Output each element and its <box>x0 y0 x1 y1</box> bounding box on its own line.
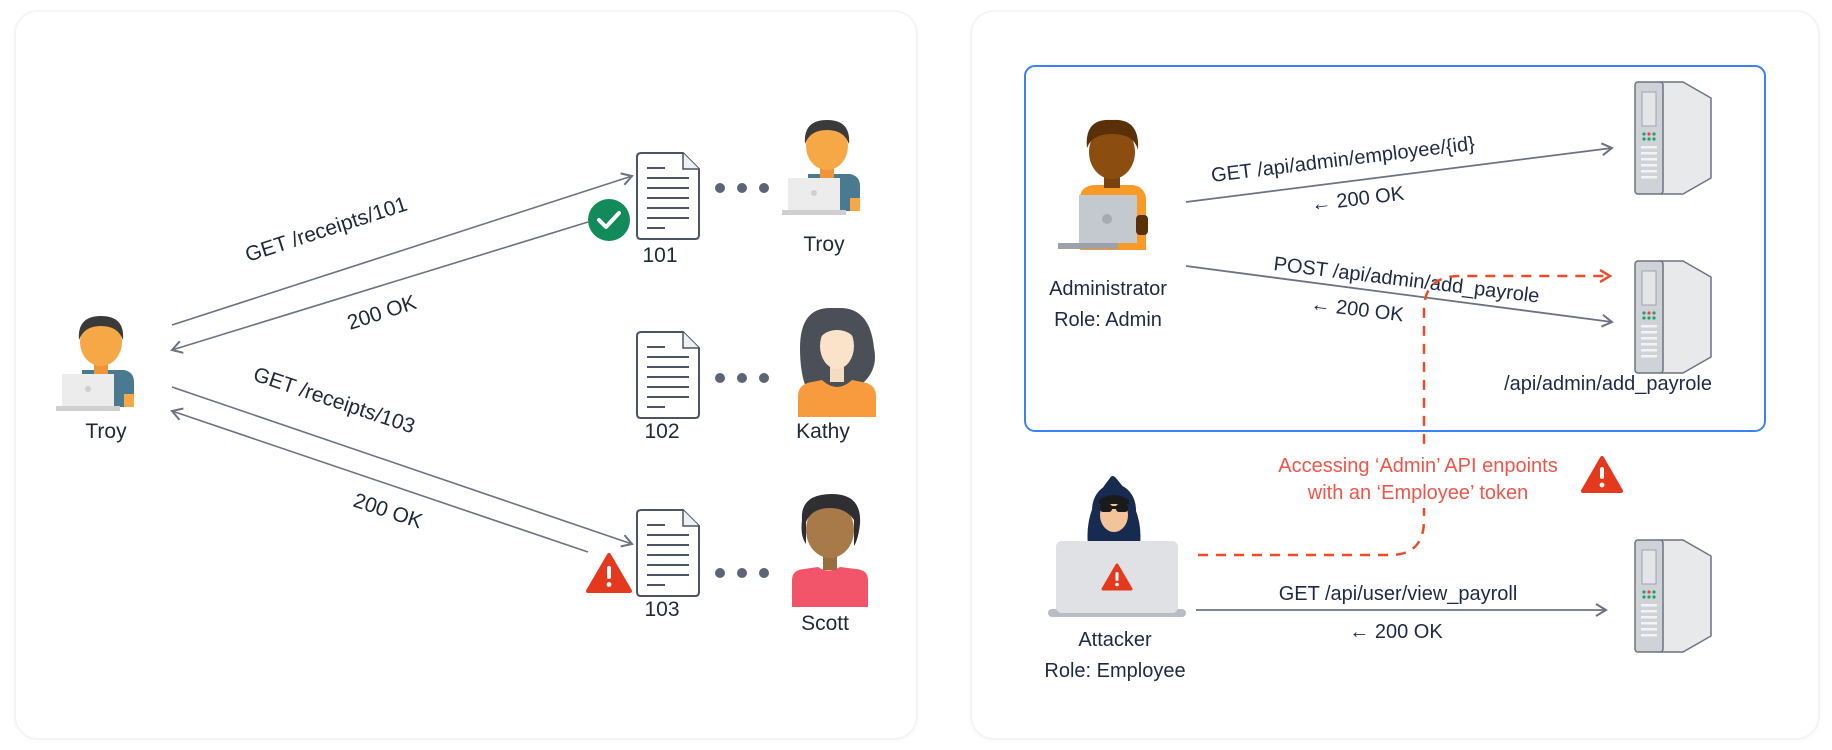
admin-zone-box <box>1024 65 1766 432</box>
request-label-103: GET /receipts/103 <box>250 363 417 438</box>
admin-request-arrow-1 <box>1185 142 1614 203</box>
administrator: Administrator Role: Admin <box>1049 119 1167 331</box>
response-arrow-103 <box>170 407 589 553</box>
response-label-101: 200 OK <box>344 291 419 335</box>
owner-scott: Scott <box>792 494 868 635</box>
server-icon <box>1634 81 1712 195</box>
attacker-role: Role: Employee <box>1044 660 1185 682</box>
hacker-avatar-icon <box>1048 476 1186 617</box>
ellipsis-dots-icon <box>715 373 769 383</box>
owner-name: Scott <box>801 612 849 635</box>
document-icon <box>636 509 700 597</box>
ellipsis-dots-icon <box>715 568 769 578</box>
document-icon <box>636 152 700 240</box>
woman-avatar-icon <box>798 308 876 417</box>
receipt-id: 101 <box>642 244 677 267</box>
server-icon <box>1634 539 1712 653</box>
attack-note-line-2: with an ‘Employee’ token <box>1307 482 1529 504</box>
request-arrow-103 <box>171 386 634 548</box>
server-endpoint-label: /api/admin/add_payrole <box>1504 373 1712 395</box>
check-circle-icon <box>588 199 630 241</box>
request-arrow-101 <box>171 172 634 326</box>
attack-path-dashed-arrow <box>1198 276 1610 557</box>
owner-troy: Troy <box>782 120 860 256</box>
warning-triangle-icon <box>586 553 632 593</box>
owner-name: Troy <box>803 233 845 256</box>
requester-name: Troy <box>85 420 127 443</box>
receipt-id: 102 <box>644 420 679 443</box>
requester-troy: Troy <box>56 316 134 443</box>
warning-triangle-icon <box>1581 456 1623 493</box>
receipt-id: 103 <box>644 598 679 621</box>
receipt-101: 101 <box>636 152 700 267</box>
admin-avatar-icon <box>1058 119 1148 250</box>
user-request-label: GET /api/user/view_payroll <box>1279 583 1518 605</box>
admin-name: Administrator <box>1049 278 1167 300</box>
admin-request-label-1: GET /api/admin/employee/{id} <box>1210 133 1476 187</box>
admin-request-arrow-2 <box>1185 265 1614 328</box>
user-with-laptop-icon <box>782 120 860 215</box>
admin-response-label-1: ← 200 OK <box>1310 183 1406 216</box>
server-icon <box>1634 260 1712 374</box>
response-label-103: 200 OK <box>350 489 425 533</box>
receipt-103: 103 <box>636 509 700 621</box>
attack-note-line-1: Accessing ‘Admin’ API enpoints <box>1278 455 1557 477</box>
user-with-laptop-icon <box>56 316 134 411</box>
attacker-name: Attacker <box>1078 629 1152 651</box>
document-icon <box>636 331 700 419</box>
admin-role: Role: Admin <box>1054 309 1162 331</box>
attacker: Attacker Role: Employee <box>1044 476 1186 682</box>
receipt-102: 102 <box>636 331 700 443</box>
owner-kathy: Kathy <box>796 308 876 443</box>
user-response-label: ← 200 OK <box>1349 621 1443 643</box>
attack-note-bg <box>1250 448 1584 508</box>
response-arrow-101 <box>170 221 589 354</box>
man-avatar-icon <box>792 494 868 607</box>
owner-name: Kathy <box>796 420 850 443</box>
admin-response-label-2: ← 200 OK <box>1309 293 1405 326</box>
ellipsis-dots-icon <box>715 183 769 193</box>
